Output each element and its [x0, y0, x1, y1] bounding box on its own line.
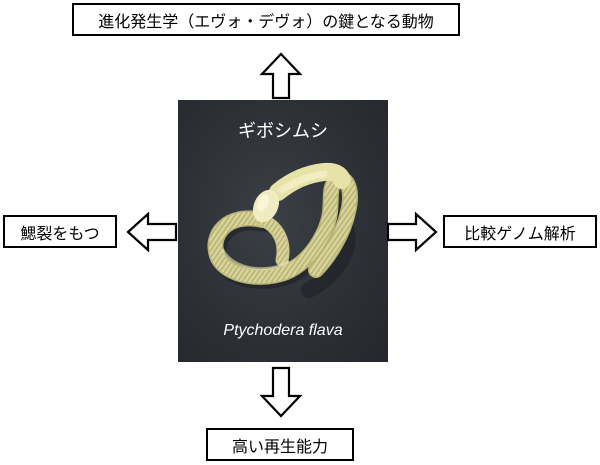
left-label-box: 鰓裂をもつ: [3, 215, 117, 248]
top-label-box: 進化発生学（エヴォ・デヴォ）の鍵となる動物: [72, 3, 460, 36]
bottom-label: 高い再生能力: [231, 436, 328, 456]
right-label: 比較ゲノム解析: [464, 223, 576, 243]
acorn-worm-image: [207, 162, 358, 298]
up-arrow-icon: [259, 52, 303, 100]
down-arrow-icon: [259, 366, 303, 418]
left-label: 鰓裂をもつ: [20, 223, 100, 243]
right-label-box: 比較ゲノム解析: [443, 215, 597, 248]
left-arrow-icon: [126, 211, 178, 253]
bottom-label-box: 高い再生能力: [206, 428, 354, 461]
photo-title: ギボシムシ: [238, 121, 328, 142]
top-label: 進化発生学（エヴォ・デヴォ）の鍵となる動物: [98, 11, 434, 31]
species-name: Ptychodera flava: [223, 322, 343, 339]
right-arrow-icon: [386, 211, 438, 253]
worm-photo: ギボシムシ Ptychodera flava: [178, 100, 388, 362]
